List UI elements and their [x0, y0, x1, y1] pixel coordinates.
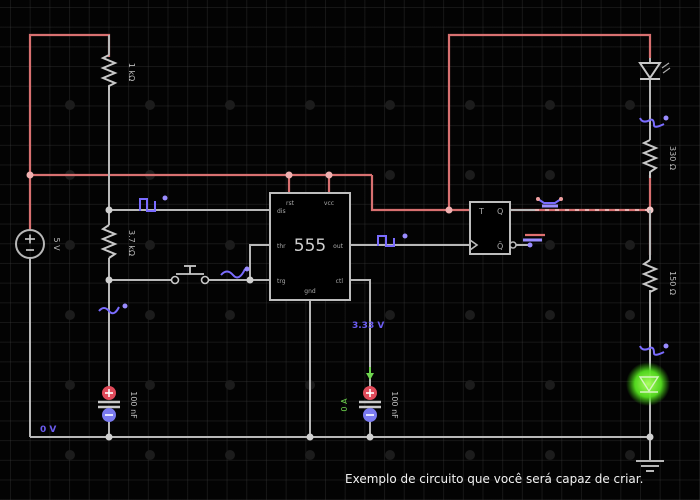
- led-icon: [638, 376, 660, 393]
- wire-thr[interactable]: [249, 244, 270, 280]
- ctl-voltage-readout: 3.33 V: [352, 321, 384, 331]
- square-wave-probe-icon[interactable]: [377, 235, 395, 247]
- junctions: [26, 171, 654, 441]
- c1-label: 100 nF: [129, 391, 138, 419]
- square-wave-probe-icon[interactable]: [139, 198, 156, 212]
- pin-ctl: ctl: [336, 278, 344, 285]
- dc-voltage-source-icon: [15, 229, 45, 259]
- led-bottom[interactable]: [626, 362, 670, 406]
- sawtooth-probe-icon[interactable]: [98, 306, 120, 315]
- resistor-r4[interactable]: 150 Ω: [641, 210, 677, 295]
- wire-led-supply[interactable]: [447, 33, 652, 210]
- led-glow: [626, 362, 670, 406]
- resistor-icon: [100, 54, 118, 90]
- pin-gnd: gnd: [304, 288, 316, 295]
- r2-label: 3.7 kΩ: [127, 230, 136, 256]
- pin-thr: thr: [277, 243, 286, 250]
- r3-label: 330 Ω: [668, 146, 677, 170]
- resistor-r2[interactable]: 3.7 kΩ: [100, 224, 136, 259]
- resistor-icon: [100, 224, 118, 259]
- voltage-source[interactable]: 5 V: [15, 229, 61, 259]
- ff-qbar-label: Q̄: [497, 241, 503, 251]
- c2-label: 100 nF: [390, 391, 399, 419]
- current-arrow-icon: [366, 373, 374, 380]
- voltage-source-label: 5 V: [52, 237, 61, 251]
- ground-voltage-readout: 0 V: [40, 425, 56, 435]
- waveform-probes[interactable]: [98, 115, 669, 356]
- capacitor-c1[interactable]: 100 nF: [98, 386, 138, 422]
- wire-ctl[interactable]: [350, 279, 371, 388]
- pushbutton[interactable]: [170, 265, 210, 285]
- pin-vcc: vcc: [324, 200, 334, 207]
- r4-label: 150 Ω: [668, 271, 677, 295]
- c2-current-readout: 0 A: [340, 398, 349, 412]
- resistor-icon: [641, 259, 659, 293]
- resistor-r1[interactable]: 1 kΩ: [100, 35, 136, 90]
- q-level-probe-icon[interactable]: [537, 198, 562, 204]
- capacitor-c2[interactable]: 100 nF 0 A: [340, 367, 399, 422]
- pin-dis: dis: [277, 208, 286, 215]
- resistor-icon: [641, 139, 659, 178]
- timer-555[interactable]: 555 rst vcc dis thr out trg ctl gnd: [269, 192, 351, 301]
- ff-q-label: Q: [497, 207, 503, 216]
- r1-label: 1 kΩ: [127, 63, 136, 81]
- resistor-r3[interactable]: 330 Ω: [641, 139, 677, 178]
- timer-title: 555: [294, 236, 326, 256]
- ground-symbol: [636, 460, 664, 472]
- waveform-probe-icon[interactable]: [639, 345, 665, 356]
- ff-t-label: T: [478, 207, 484, 216]
- t-flipflop[interactable]: T Q Q̄: [469, 201, 517, 255]
- clock-input-icon: [469, 239, 479, 251]
- caption-text: Exemplo de circuito que você será capaz …: [345, 472, 644, 486]
- pin-rst: rst: [286, 200, 295, 207]
- pin-trg: trg: [277, 278, 286, 285]
- inverter-bubble-icon: [509, 241, 517, 249]
- wire-supply-top-left[interactable]: [28, 33, 111, 230]
- pin-out: out: [333, 243, 343, 250]
- sawtooth-probe-icon[interactable]: [220, 268, 246, 279]
- led-top[interactable]: [638, 58, 671, 80]
- led-icon: [638, 62, 662, 80]
- wires-low[interactable]: [29, 80, 651, 460]
- waveform-probe-icon[interactable]: [639, 117, 665, 128]
